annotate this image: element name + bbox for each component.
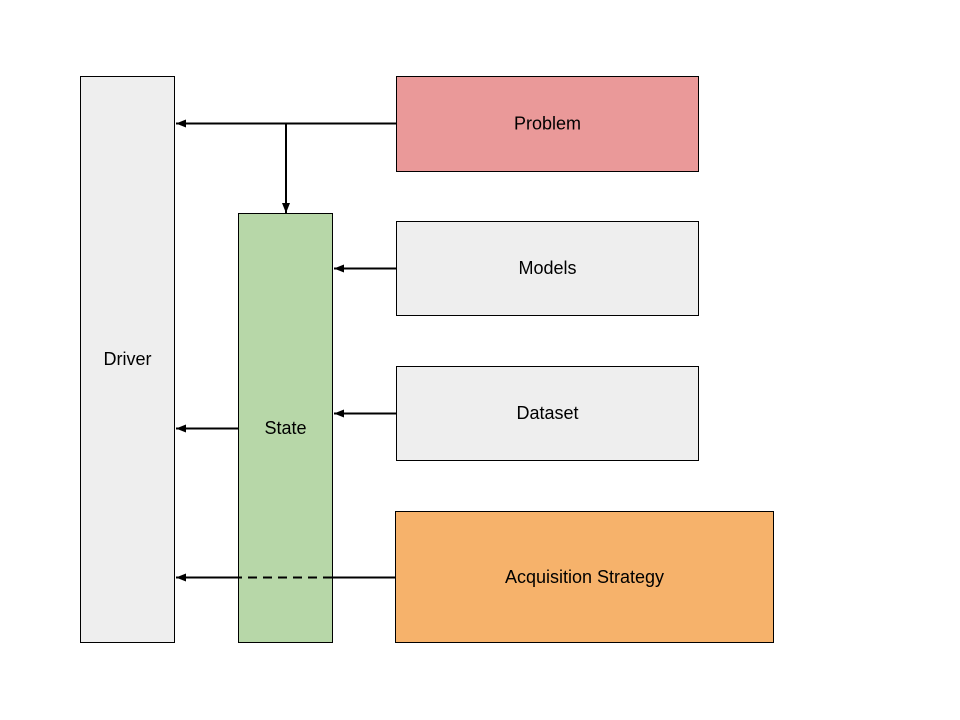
dataset-label: Dataset xyxy=(516,403,578,423)
acquisition-strategy-label: Acquisition Strategy xyxy=(505,567,664,587)
acquisition-strategy-node: Acquisition Strategy xyxy=(395,511,774,643)
models-label: Models xyxy=(518,258,576,278)
models-node: Models xyxy=(396,221,699,316)
dataset-box xyxy=(396,366,699,461)
driver-label: Driver xyxy=(104,349,152,369)
problem-label: Problem xyxy=(514,113,581,133)
state-box xyxy=(238,213,333,643)
driver-node: Driver xyxy=(80,76,175,643)
state-label: State xyxy=(264,418,306,438)
problem-box xyxy=(396,76,699,172)
driver-box xyxy=(80,76,175,643)
acquisition-strategy-box xyxy=(395,511,774,643)
problem-node: Problem xyxy=(396,76,699,172)
state-node: State xyxy=(238,213,333,643)
dataset-node: Dataset xyxy=(396,366,699,461)
models-box xyxy=(396,221,699,316)
